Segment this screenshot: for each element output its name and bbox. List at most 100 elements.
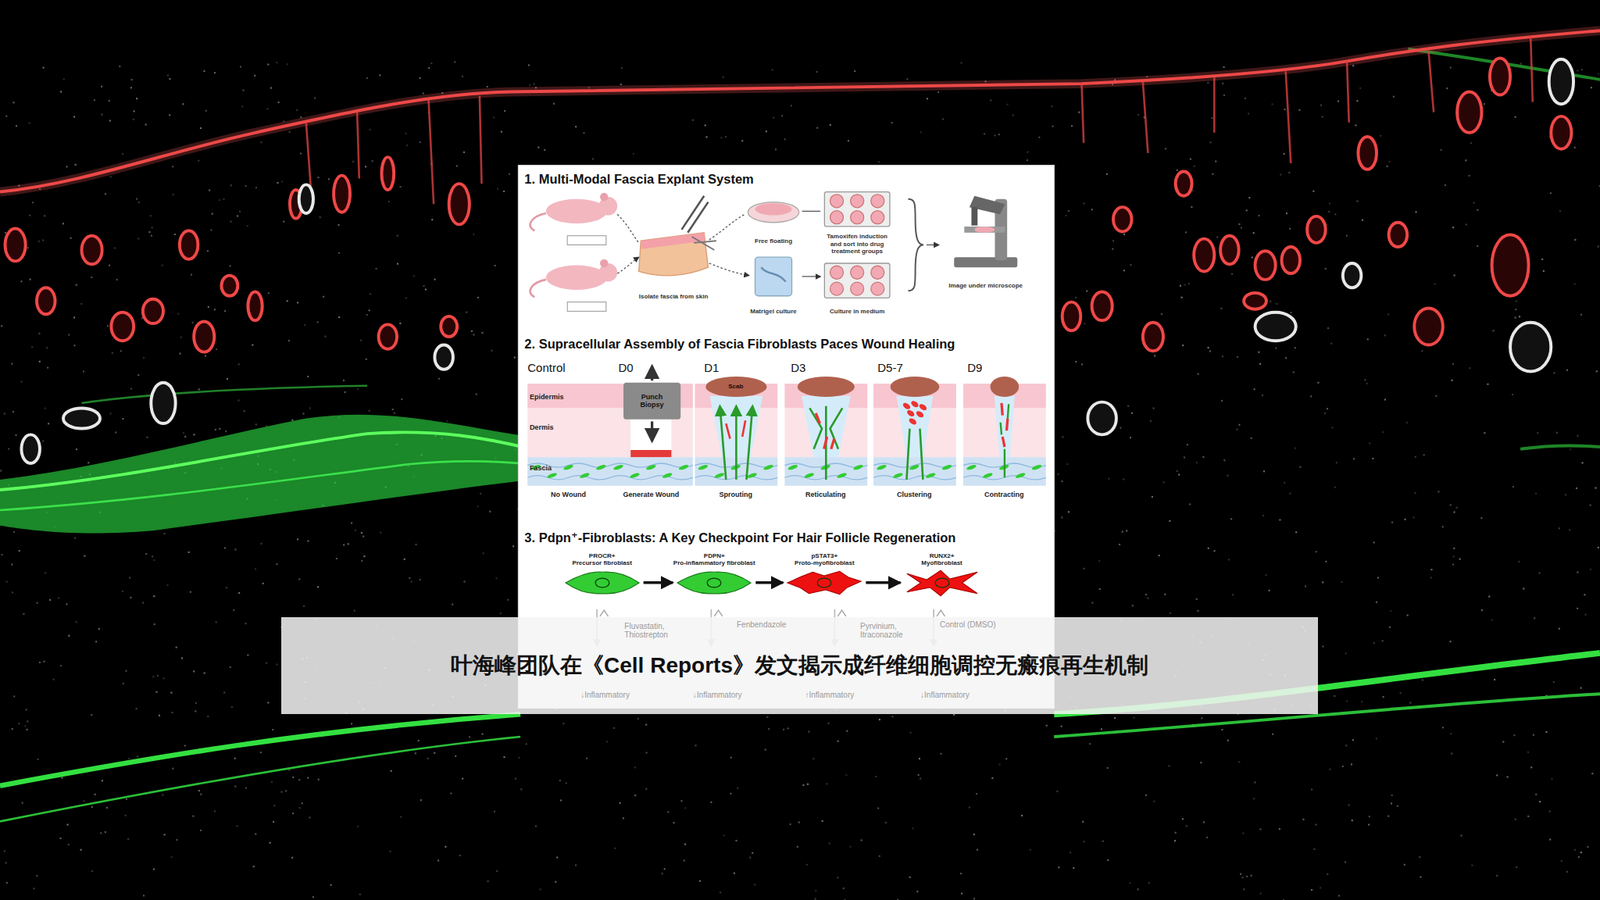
- noise-dot: [1599, 185, 1600, 187]
- hair-follicle: [1457, 92, 1482, 133]
- noise-dot: [1591, 772, 1593, 775]
- noise-dot: [973, 833, 975, 836]
- noise-dot: [82, 800, 85, 802]
- noise-dot: [765, 130, 768, 133]
- myofibroblast: [815, 413, 835, 450]
- noise-dot: [296, 301, 299, 304]
- explant-illustration-part: [907, 199, 924, 292]
- noise-dot: [244, 622, 247, 625]
- noise-dot: [450, 792, 452, 794]
- cluster-cell: [910, 400, 920, 409]
- noise-dot: [815, 71, 818, 73]
- label-text: D0: [618, 360, 634, 375]
- noise-dot: [1072, 867, 1075, 869]
- noise-dot: [1576, 435, 1579, 437]
- noise-dot: [238, 592, 240, 594]
- explant-illustration-part: [755, 203, 793, 216]
- noise-dot: [816, 127, 818, 129]
- noise-dot: [989, 99, 992, 101]
- noise-dot: [463, 151, 465, 154]
- label-text: Isolate fascia from skin: [639, 292, 708, 300]
- label-text: Sprouting: [718, 490, 753, 499]
- noise-dot: [0, 325, 3, 327]
- noise-dot: [1288, 171, 1290, 174]
- noise-dot: [369, 128, 372, 131]
- noise-dot: [300, 152, 302, 154]
- well: [871, 282, 885, 296]
- noise-dot: [520, 788, 522, 790]
- noise-dot: [3, 412, 6, 415]
- noise-dot: [1206, 836, 1208, 839]
- noise-dot: [110, 175, 112, 178]
- noise-dot: [5, 861, 8, 864]
- noise-dot: [1150, 420, 1152, 422]
- noise-dot: [1315, 550, 1318, 553]
- noise-dot: [751, 852, 754, 854]
- noise-dot: [419, 578, 422, 581]
- noise-dot: [1569, 448, 1572, 450]
- label-text: D5-7: [877, 360, 904, 375]
- noise-dot: [645, 724, 647, 726]
- noise-dot: [1250, 437, 1253, 440]
- noise-dot: [477, 296, 479, 299]
- noise-dot: [427, 757, 429, 760]
- noise-dot: [1481, 609, 1483, 611]
- noise-dot: [937, 91, 940, 93]
- noise-dot: [109, 119, 111, 122]
- noise-dot: [1407, 614, 1409, 616]
- noise-dot: [1476, 245, 1479, 247]
- noise-dot: [242, 89, 244, 92]
- noise-dot: [15, 125, 18, 127]
- noise-dot: [32, 201, 34, 204]
- noise-dot: [1200, 717, 1203, 719]
- noise-dot: [357, 825, 359, 828]
- noise-dot: [184, 744, 186, 747]
- noise-dot: [44, 407, 47, 410]
- noise-dot: [1371, 457, 1374, 460]
- noise-dot: [1196, 610, 1199, 612]
- noise-dot: [896, 899, 899, 900]
- noise-dot: [208, 189, 211, 192]
- noise-dot: [1421, 350, 1423, 352]
- explant-illustration-part: [964, 226, 1005, 233]
- noise-dot: [231, 706, 233, 708]
- noise-dot: [174, 233, 176, 236]
- noise-dot: [1346, 700, 1348, 703]
- noise-dot: [128, 757, 130, 760]
- noise-dot: [991, 777, 993, 779]
- fascia-wave: [873, 463, 957, 480]
- noise-dot: [267, 701, 269, 704]
- noise-dot: [145, 553, 147, 555]
- cell-body: [787, 571, 861, 594]
- noise-dot: [1012, 114, 1015, 116]
- noise-dot: [1396, 805, 1399, 808]
- noise-dot: [1391, 794, 1393, 797]
- noise-dot: [66, 165, 68, 168]
- noise-dot: [1060, 516, 1063, 518]
- noise-dot: [406, 144, 408, 147]
- noise-dot: [224, 546, 226, 549]
- noise-dot: [806, 864, 808, 866]
- hair-follicle: [1142, 322, 1164, 352]
- fascia-green-band-part: [0, 460, 531, 511]
- noise-dot: [492, 116, 495, 118]
- noise-dot: [1310, 395, 1312, 397]
- noise-dot: [1470, 142, 1472, 144]
- noise-dot: [229, 666, 232, 668]
- noise-dot: [1294, 447, 1297, 450]
- noise-dot: [1350, 763, 1353, 765]
- noise-dot: [282, 221, 285, 223]
- hair-follicle: [221, 275, 238, 297]
- noise-dot: [444, 846, 447, 848]
- noise-dot: [1597, 246, 1600, 248]
- noise-dot: [200, 793, 202, 796]
- cell-label: pSTAT3+: [784, 552, 865, 561]
- noise-dot: [46, 367, 49, 369]
- noise-dot: [1446, 87, 1448, 90]
- noise-dot: [1513, 734, 1515, 736]
- noise-dot: [1368, 442, 1371, 444]
- noise-dot: [796, 846, 799, 848]
- noise-dot: [369, 292, 372, 295]
- noise-dot: [319, 216, 322, 218]
- noise-dot: [408, 577, 411, 579]
